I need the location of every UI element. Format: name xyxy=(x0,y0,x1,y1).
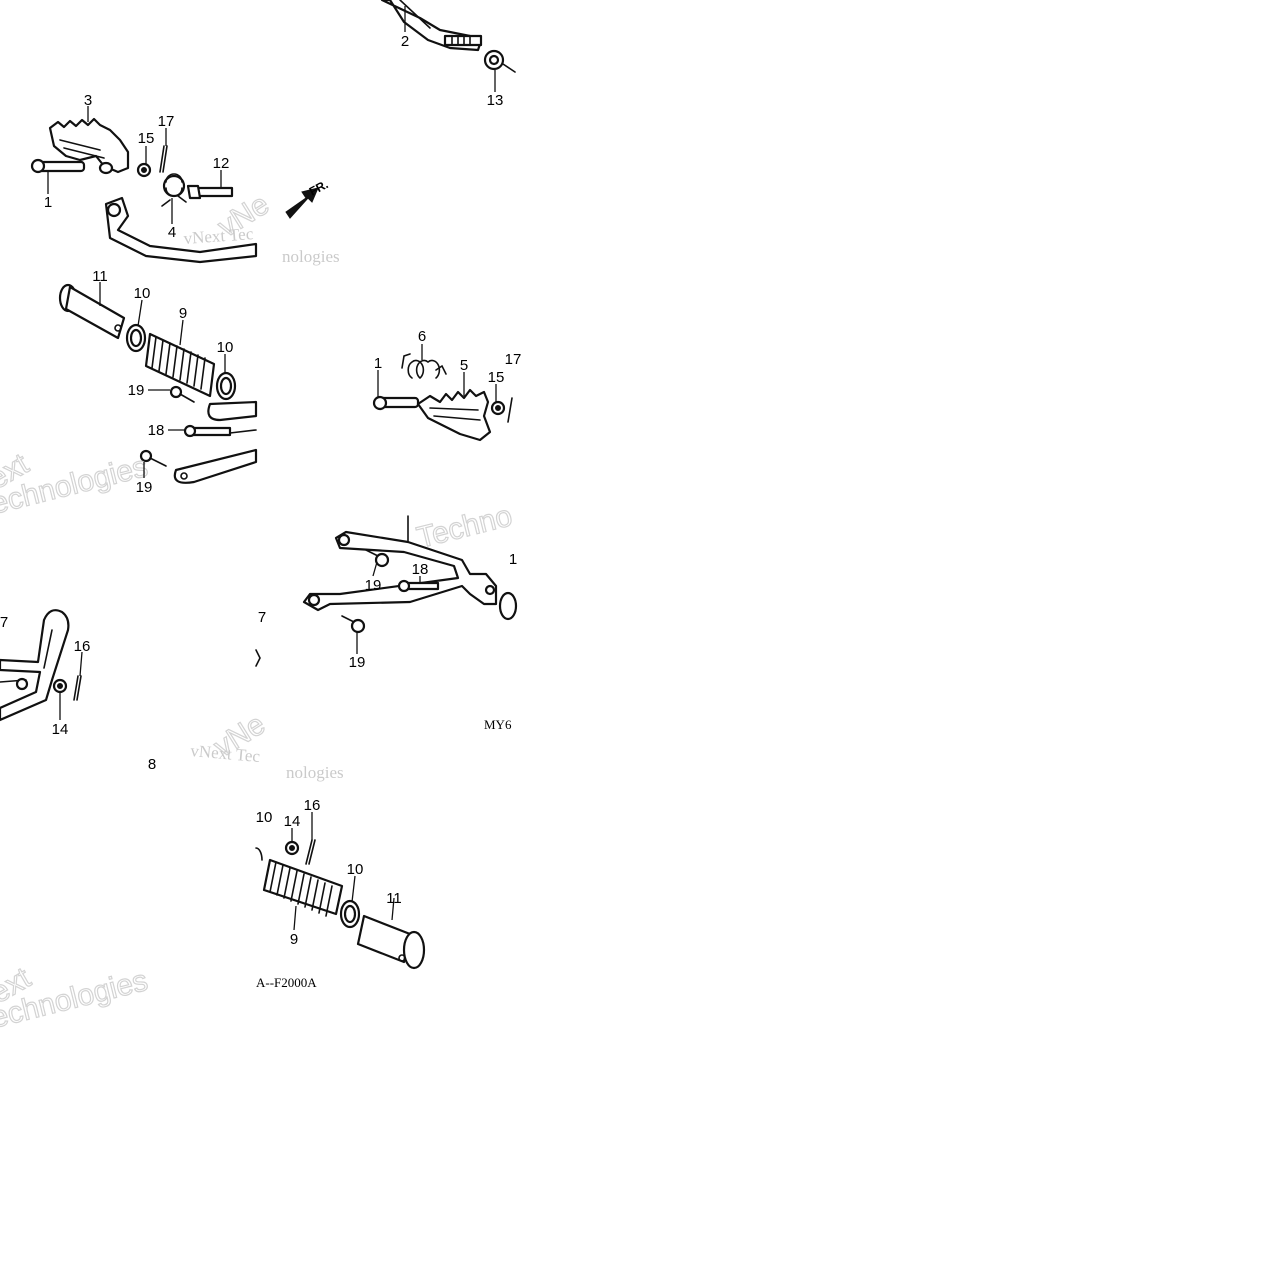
watermark-text: nologies xyxy=(286,763,344,782)
callout-19: 19 xyxy=(128,382,145,399)
callout-19: 19 xyxy=(365,577,382,594)
callout-10: 10 xyxy=(347,861,364,878)
callout-2: 2 xyxy=(401,33,409,50)
callout-18: 18 xyxy=(148,422,165,439)
callout-18: 18 xyxy=(412,561,429,578)
panel-top-right xyxy=(380,0,516,73)
callout-11: 11 xyxy=(92,268,108,285)
bolt-12 xyxy=(194,186,234,198)
callout-13: 13 xyxy=(487,92,504,109)
diagram-code-a: MY6 xyxy=(484,717,512,732)
leader-lines xyxy=(47,6,497,931)
bolt-19d xyxy=(350,618,366,634)
callout-15: 15 xyxy=(488,369,505,386)
callout-1: 1 xyxy=(374,355,382,372)
panel-middle-left: ext echnologies xyxy=(0,283,258,521)
watermark-text: nologies xyxy=(282,247,340,266)
watermark-text: Techno xyxy=(414,499,516,554)
callout-8: 8 xyxy=(148,756,156,773)
callout-14: 14 xyxy=(284,813,301,830)
callout-1: 1 xyxy=(44,194,52,211)
callout-7: 7 xyxy=(0,614,8,631)
callout-1: 1 xyxy=(509,551,517,568)
panel-upper-left: FR. vNext Tec nologies vNe xyxy=(30,117,340,266)
step-bar-f xyxy=(0,609,70,722)
callout-11: 11 xyxy=(386,890,402,907)
diagram-code-b: A--F2000A xyxy=(256,975,317,990)
bolt-19c xyxy=(374,552,390,568)
callout-6: 6 xyxy=(418,328,426,345)
rubber-grip-9 xyxy=(144,332,216,398)
pipe-11b xyxy=(356,914,412,964)
step-bracket xyxy=(302,530,498,612)
callout-16: 16 xyxy=(304,797,321,814)
spring-6 xyxy=(401,353,447,380)
fr-arrow xyxy=(285,187,319,219)
callout-labels: 2 13 3 15 17 12 1 4 11 10 9 10 19 18 19 … xyxy=(0,33,521,948)
callout-3: 3 xyxy=(84,92,92,109)
panel-bottom: A--F2000A vNext Tec nologies vNe ext ech… xyxy=(0,707,426,1035)
callout-16: 16 xyxy=(74,638,91,655)
step-bar-b xyxy=(104,196,258,264)
callout-9: 9 xyxy=(179,305,187,322)
callout-19: 19 xyxy=(349,654,366,671)
panel-lower-right: Techno MY6 xyxy=(302,499,518,732)
callout-7: 7 xyxy=(258,609,266,626)
watermark-text: vNext Tec xyxy=(183,224,254,248)
footpeg-5 xyxy=(416,388,492,442)
callout-15: 15 xyxy=(138,130,155,147)
callout-14: 14 xyxy=(52,721,69,738)
callout-5: 5 xyxy=(460,357,468,374)
callout-10: 10 xyxy=(217,339,234,356)
callout-4: 4 xyxy=(168,224,176,241)
panel-lower-left xyxy=(0,609,261,722)
callout-17: 17 xyxy=(505,351,522,368)
footpeg-3 xyxy=(48,117,130,174)
rubber-grip-9b xyxy=(262,858,344,916)
callout-19: 19 xyxy=(136,479,153,496)
callout-10: 10 xyxy=(256,809,273,826)
callout-9: 9 xyxy=(290,931,298,948)
callout-17: 17 xyxy=(158,113,175,130)
callout-12: 12 xyxy=(213,155,230,172)
washer-10c xyxy=(498,591,518,621)
callout-10: 10 xyxy=(134,285,151,302)
panel-middle-right xyxy=(372,353,513,442)
stud-bolt xyxy=(443,34,483,47)
bolt-19a xyxy=(169,385,183,399)
bolt-19b xyxy=(139,449,153,463)
